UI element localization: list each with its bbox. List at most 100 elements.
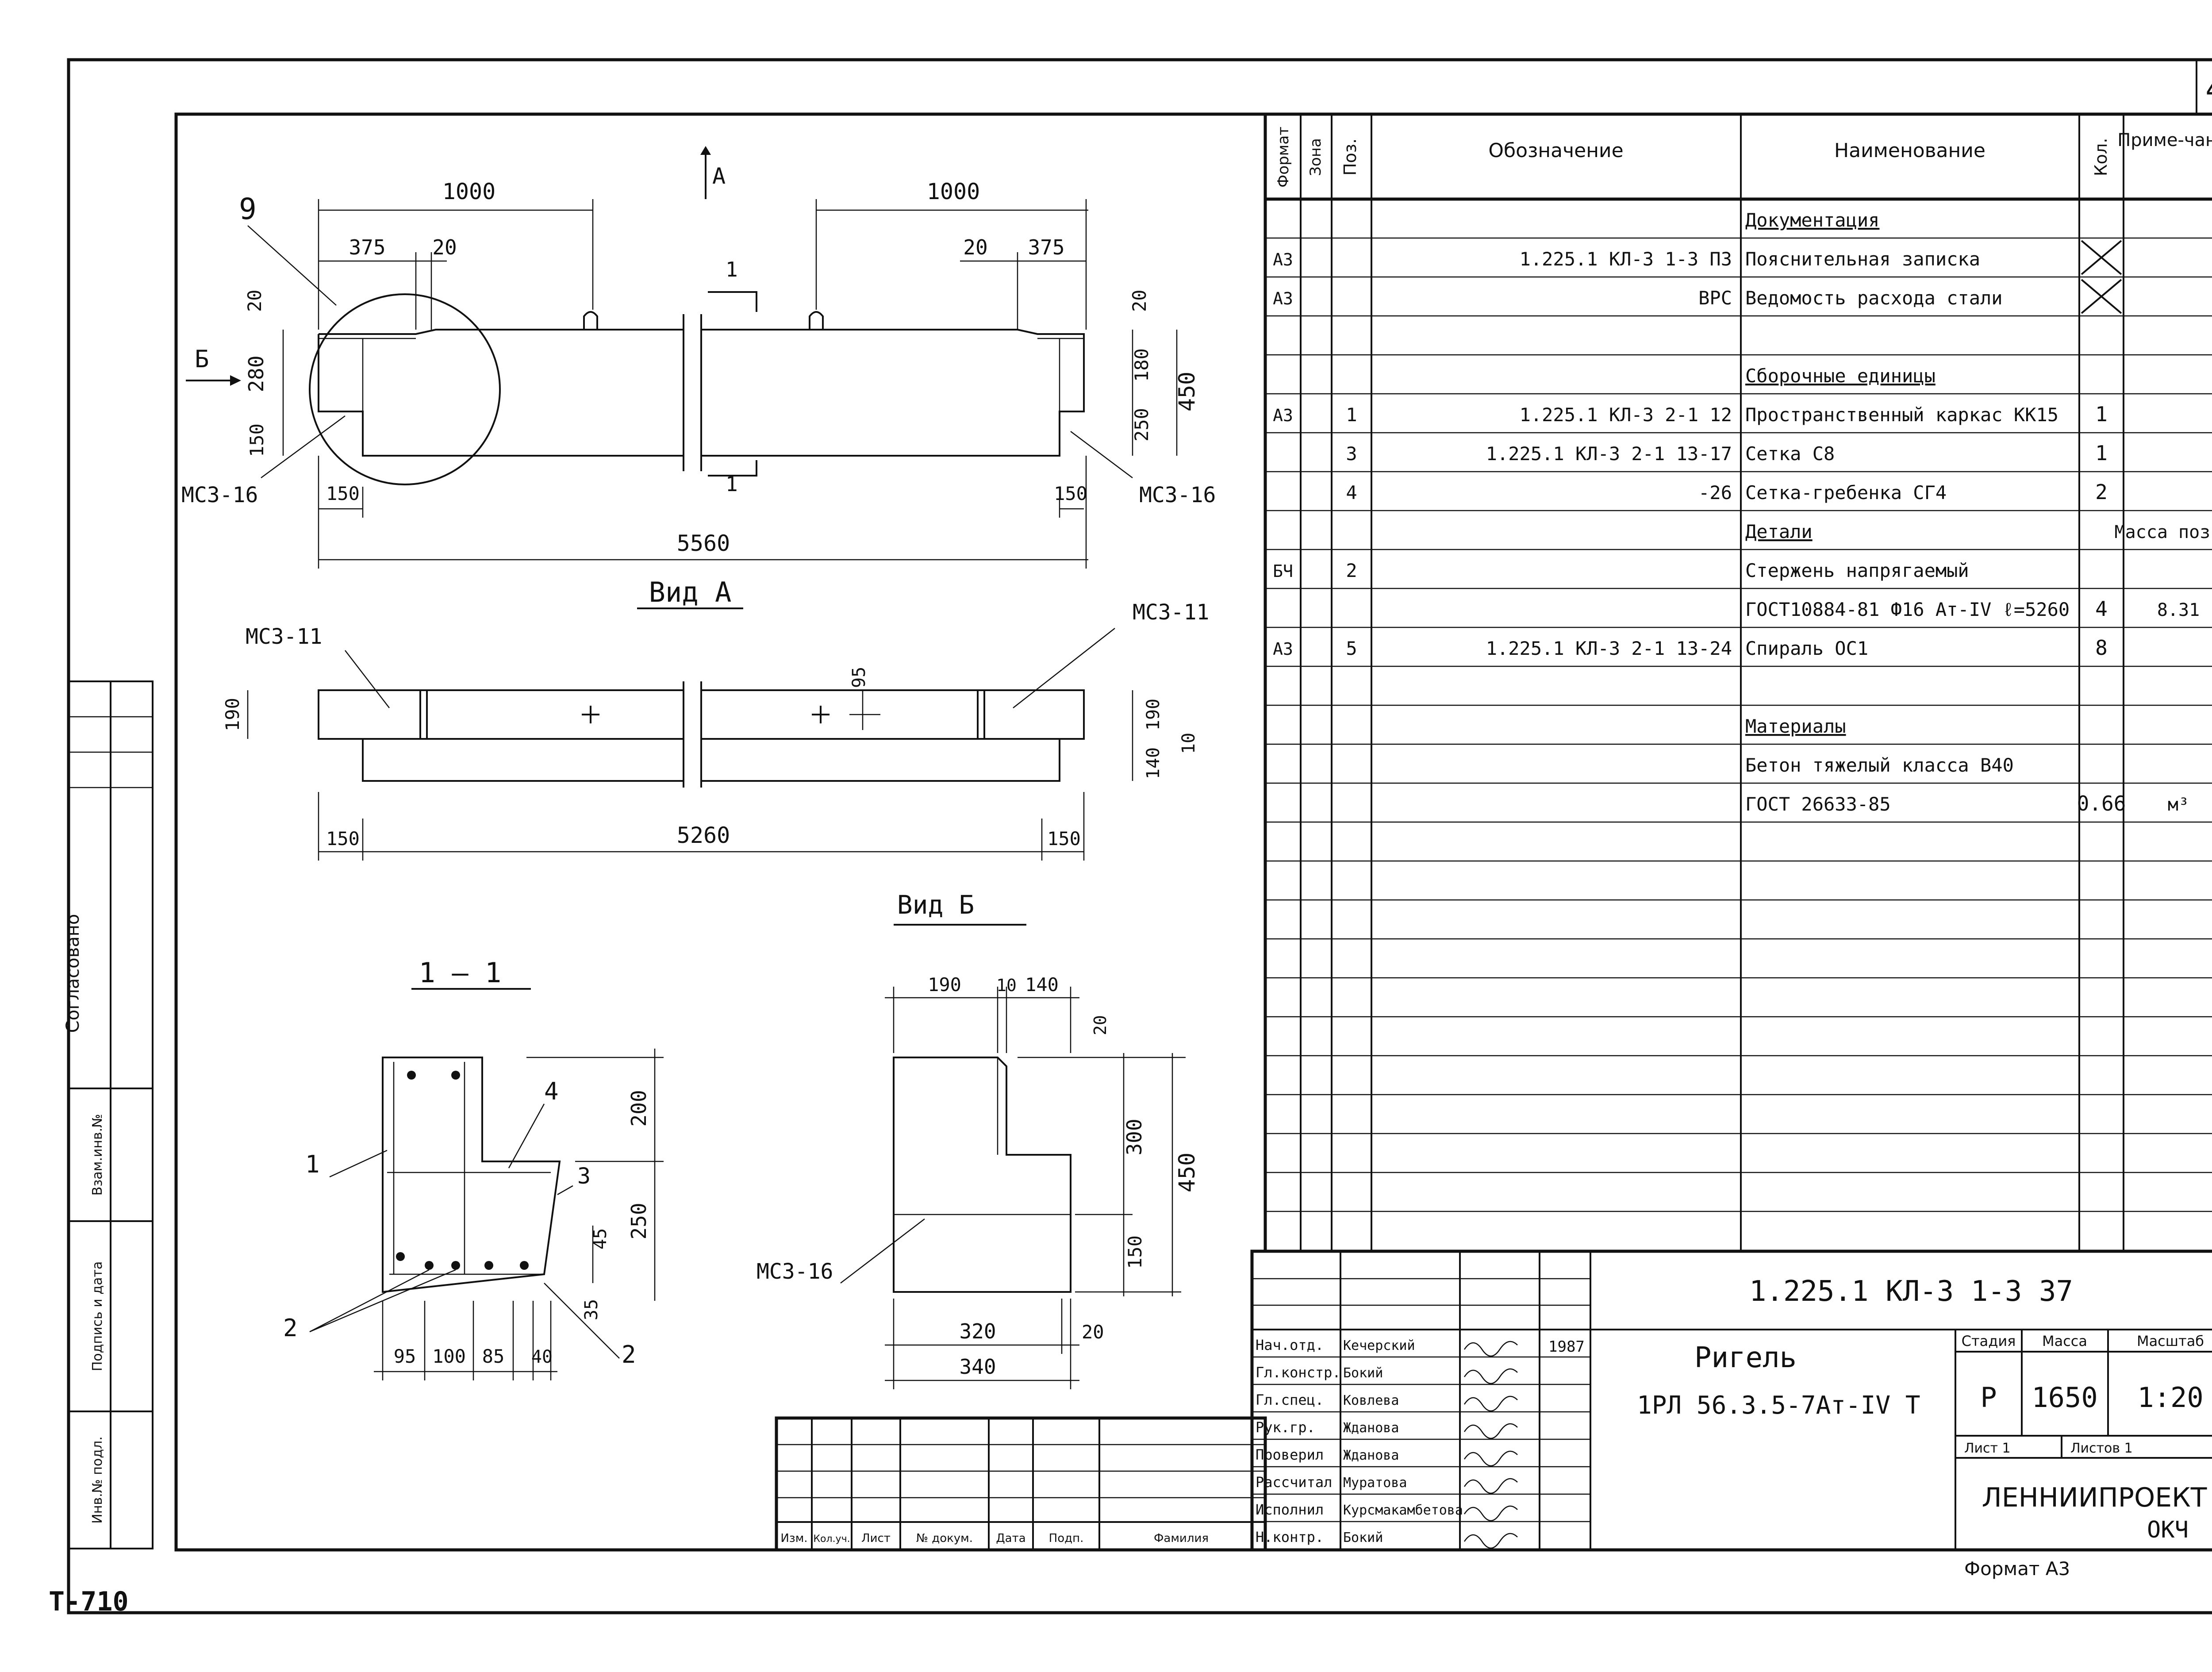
format-label: Формат А3 (1964, 1558, 2070, 1580)
signer-role: Нач.отд. (1256, 1337, 1324, 1353)
signer-role: Гл.спец. (1256, 1391, 1324, 1408)
signer-role: Проверил (1256, 1446, 1324, 1463)
row-note: м³ (2168, 795, 2189, 815)
row-note: Масса поз.кг (2115, 522, 2212, 542)
dim-180: 180 (1131, 348, 1152, 382)
signer-role: Н.контр. (1256, 1529, 1324, 1545)
dim-150-lv: 150 (246, 423, 268, 457)
signature-scribble (1463, 1533, 1518, 1549)
view-b-marker: Б (195, 345, 209, 373)
sheets-label: Листов 1 (2070, 1441, 2133, 1456)
row-name: Сборочные единицы (1745, 365, 1936, 387)
row-name: Документация (1745, 209, 1879, 231)
org-name: ЛЕННИИПРОЕКТ (1982, 1482, 2207, 1513)
row-pos: 1 (1346, 404, 1357, 426)
dim-1000-left: 1000 (442, 179, 495, 204)
row-designation: -26 (1698, 482, 1732, 504)
row-format: БЧ (1273, 561, 1293, 581)
rev-hdr-list: Лист (861, 1532, 891, 1545)
signature-scribble (1463, 1395, 1518, 1412)
dim-140-vb: 140 (1025, 974, 1059, 996)
row-name: Сетка С8 (1745, 443, 1835, 465)
signature-scribble (1463, 1450, 1518, 1467)
row-pos: 4 (1346, 482, 1357, 504)
hdr-note: Приме-чание (2117, 130, 2212, 150)
dim-250-rv: 250 (1131, 408, 1152, 442)
dim-20-vbb: 20 (1082, 1321, 1104, 1343)
rev-hdr-kol: Кол.уч. (813, 1534, 850, 1545)
dim-20-right: 20 (963, 235, 987, 259)
sheet-number-box (2196, 59, 2212, 115)
table-row: Бетон тяжелый класса В40 (1745, 754, 2014, 776)
signature-scribble (1463, 1341, 1518, 1357)
view-b-title: Вид Б (897, 890, 975, 920)
revision-table: Изм. Кол.уч. Лист № докум. Дата Подп. Фа… (775, 1416, 1267, 1552)
dim-200: 200 (627, 1090, 651, 1126)
view-a: Вид А 95 МС3-11 МС3-11 190 190 140 (222, 576, 1209, 861)
signature-scribble (1463, 1478, 1518, 1494)
rev-hdr-doc: № докум. (916, 1532, 973, 1545)
signer-name: Жданова (1343, 1420, 1399, 1436)
approved-label: Согласовано (63, 914, 83, 1033)
row-designation: ВРС (1698, 287, 1732, 309)
dim-190-vb: 190 (928, 974, 961, 996)
rev-hdr-name: Фамилия (1154, 1532, 1209, 1545)
dim-20-vb: 20 (1091, 1015, 1110, 1035)
row-qty: 8 (2095, 636, 2108, 660)
row-note: 8.31 (2157, 600, 2200, 620)
hdr-format: Формат (1275, 127, 1292, 188)
sign-date-field: Подпись и дата (90, 1261, 105, 1372)
hdr-designation: Обозначение (1488, 139, 1623, 162)
row-qty: 4 (2095, 597, 2108, 621)
doc-code: 1.225.1 КЛ-3 1-3 37 (1749, 1275, 2073, 1308)
detail-mark-9: 9 (239, 192, 257, 226)
dim-190-vr: 190 (1143, 699, 1164, 730)
mc-right-label: МС3-16 (1139, 483, 1216, 507)
sheet-label: Лист 1 (1964, 1441, 2011, 1456)
scale-label: Масштаб (2137, 1333, 2204, 1349)
table-row: Материалы (1745, 715, 1846, 737)
stage-value: Р (1980, 1381, 1997, 1414)
rev-hdr-izm: Изм. (780, 1532, 807, 1545)
section-title: 1 — 1 (419, 957, 502, 989)
dim-35: 35 (581, 1299, 602, 1320)
qty-cross (2081, 279, 2122, 314)
dim-85-s: 85 (482, 1345, 505, 1367)
dim-375-right: 375 (1028, 235, 1064, 259)
section-mark-top: 1 (726, 258, 738, 281)
hdr-zone: Зона (1307, 138, 1325, 176)
row-name: Спираль ОС1 (1745, 638, 1868, 659)
signer-name: Муратова (1343, 1475, 1407, 1491)
dim-10-vb: 10 (996, 976, 1017, 995)
row-name: Пояснительная записка (1745, 248, 1980, 270)
dim-150-var: 150 (1047, 828, 1081, 849)
mass-value: 1650 (2032, 1381, 2097, 1414)
dim-140-vr: 140 (1143, 747, 1164, 779)
signer-role: Рассчитал (1256, 1474, 1332, 1491)
dim-150-br: 150 (1054, 483, 1087, 504)
stage-label: Стадия (1962, 1333, 2016, 1349)
dim-300: 300 (1122, 1119, 1146, 1155)
hdr-name: Наименование (1834, 139, 1985, 162)
row-name: Ведомость расхода стали (1745, 287, 2003, 309)
row-format: А3 (1273, 289, 1293, 308)
row-pos: 3 (1346, 443, 1357, 465)
dim-250-s: 250 (627, 1203, 651, 1239)
signer-name: Кечерский (1343, 1338, 1415, 1353)
row-qty: 1 (2095, 441, 2108, 465)
row-pos: 2 (1346, 560, 1357, 581)
row-qty: 1 (2095, 402, 2108, 426)
hdr-qty: Кол. (2091, 138, 2111, 177)
signer-name: Бокий (1343, 1365, 1383, 1381)
view-a-marker: А (712, 163, 726, 189)
row-designation: 1.225.1 КЛ-3 2-1 12 (1520, 404, 1732, 426)
dim-20-left: 20 (432, 235, 457, 259)
row-format: А3 (1273, 250, 1293, 269)
approval-year: 1987 (1548, 1338, 1585, 1356)
